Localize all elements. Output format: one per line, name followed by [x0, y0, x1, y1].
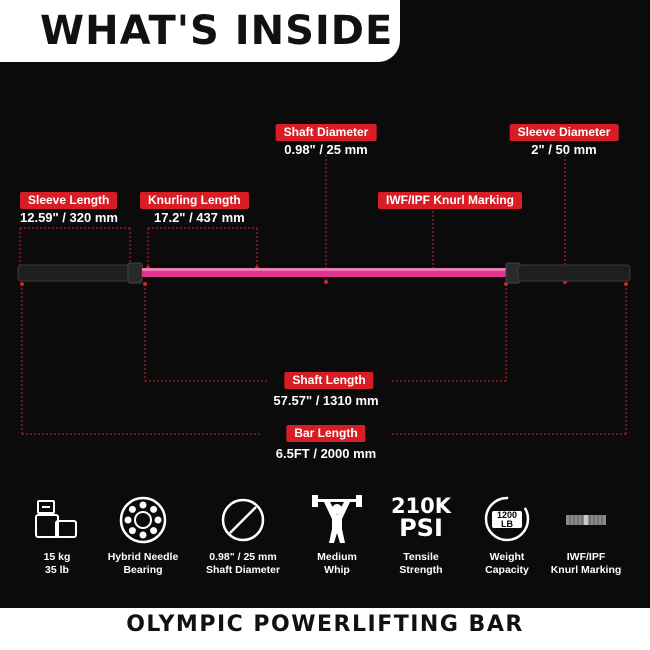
header-tab: WHAT'S INSIDE [0, 0, 400, 62]
knurl-marking-label: IWF/IPF Knurl Marking [378, 192, 522, 209]
spec-panel: WHAT'S INSIDE [0, 0, 650, 608]
barbell-diagram [17, 155, 631, 435]
sleeve-length-value: 12.59" / 320 mm [20, 210, 118, 225]
bar-length-label: Bar Length [286, 425, 366, 442]
knurling-length-label: Knurling Length [140, 192, 249, 209]
barbell [17, 262, 631, 284]
sleeve-diameter-label: Sleeve Diameter [509, 124, 619, 141]
lifter-icon [312, 495, 362, 543]
shaft-diameter-label: Shaft Diameter [275, 124, 377, 141]
bearing-icon [119, 496, 167, 544]
knurl-icon [566, 515, 606, 525]
sleeve-diameter-value: 2" / 50 mm [531, 142, 597, 157]
shaft-length-value: 57.57" / 1310 mm [273, 393, 379, 408]
shaft-diameter-value: 0.98" / 25 mm [284, 142, 368, 157]
footer-title: OLYMPIC POWERLIFTING BAR [126, 612, 524, 637]
bar-length-value: 6.5FT / 2000 mm [275, 446, 377, 461]
sleeve-length-label: Sleeve Length [20, 192, 118, 209]
weight-icon [35, 500, 77, 538]
diameter-icon [221, 498, 265, 542]
page-title: WHAT'S INSIDE [40, 8, 394, 54]
shaft-length-label: Shaft Length [284, 372, 374, 389]
knurling-length-value: 17.2" / 437 mm [154, 210, 245, 225]
psi-icon: 210K PSI [390, 494, 452, 542]
